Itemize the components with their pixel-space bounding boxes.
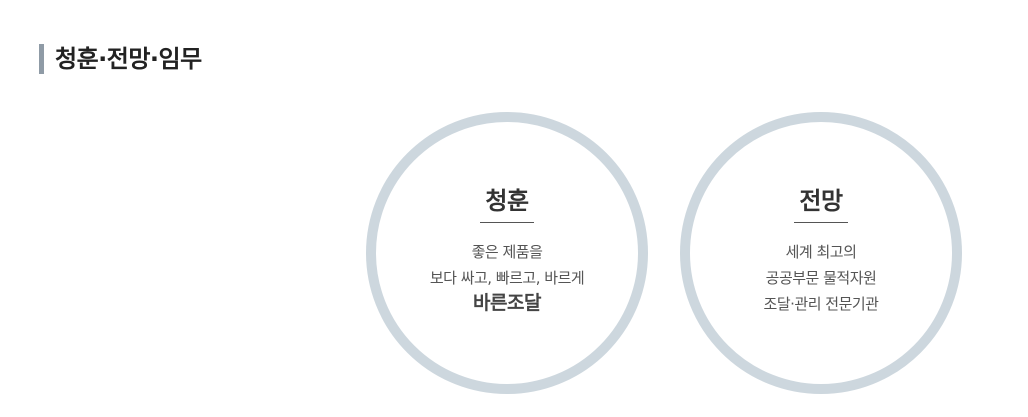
vision-heading: 전망 [799,187,843,215]
title-accent-bar [39,44,44,74]
vision-circle: 전망 세계 최고의 공공부문 물적자원 조달·관리 전문기관 [680,112,962,394]
motto-line: 보다 싸고, 빠르고, 바르게 [429,269,585,287]
vision-line: 세계 최고의 [785,243,857,261]
vision-line: 공공부문 물적자원 [765,269,877,287]
motto-line: 좋은 제품을 [471,243,543,261]
motto-emphasis: 바른조달 [473,292,541,314]
vision-line: 조달·관리 전문기관 [763,295,879,313]
vision-divider [794,222,848,223]
motto-divider [480,222,534,223]
page-title: 청훈·전망·임무 [55,45,202,73]
motto-heading: 청훈 [485,187,529,215]
motto-circle: 청훈 좋은 제품을 보다 싸고, 빠르고, 바르게 바른조달 [366,112,648,394]
section-title: 청훈·전망·임무 [39,44,202,74]
